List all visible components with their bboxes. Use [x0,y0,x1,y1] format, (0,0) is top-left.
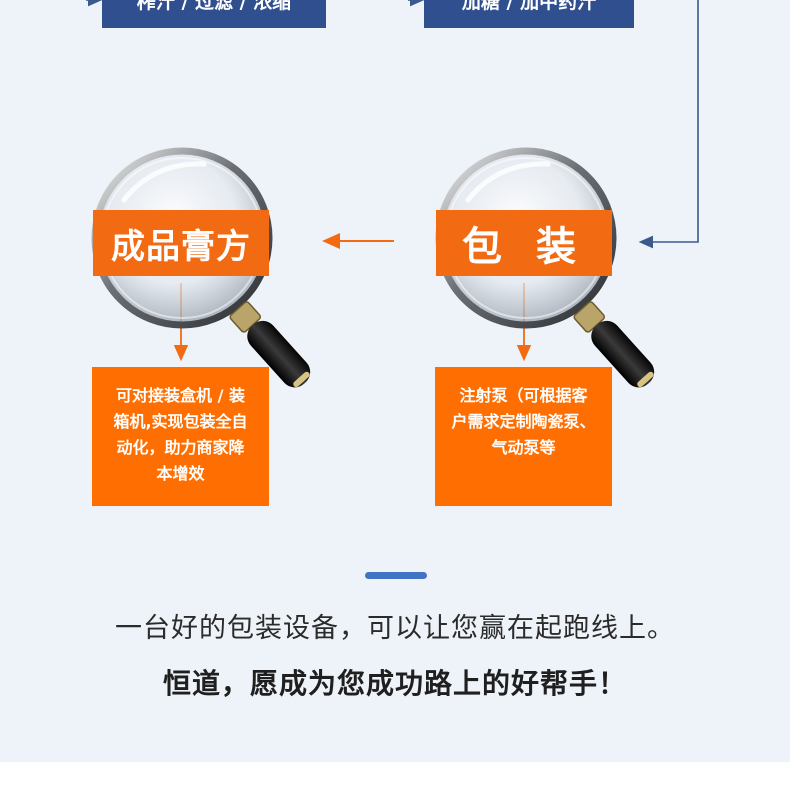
tagline-secondary: 恒道，愿成为您成功路上的好帮手！ [162,667,627,700]
tagline-primary: 一台好的包装设备，可以让您赢在起跑线上。 [115,613,675,644]
desc-line: 气动泵等 [491,438,556,457]
stage-packaging: 包 装 [436,210,612,276]
stage-finished-product-label: 成品膏方 [111,226,251,267]
diagram-canvas: 榨汁 / 过滤 / 浓缩 加糖 / 加中药汁 [0,0,790,762]
step-box-juicing-label: 榨汁 / 过滤 / 浓缩 [136,0,292,13]
step-box-juicing: 榨汁 / 过滤 / 浓缩 [102,0,326,28]
desc-line: 本增效 [156,464,205,483]
desc-line: 可对接装盒机 / 装 [116,386,245,405]
step-box-sugaring: 加糖 / 加中药汁 [424,0,634,28]
desc-line: 动化，助力商家降 [116,438,245,457]
stage-finished-product: 成品膏方 [93,210,269,276]
desc-line: 箱机,实现包装全自 [113,412,248,431]
step-box-sugaring-label: 加糖 / 加中药汁 [461,0,597,13]
section-divider [365,572,427,579]
connector-sugaring-to-packaging [638,0,699,249]
desc-line: 注射泵（可根据客 [459,386,588,405]
desc-box-finished-product: 可对接装盒机 / 装 箱机,实现包装全自 动化，助力商家降 本增效 [92,367,269,506]
desc-line: 户需求定制陶瓷泵、 [451,412,596,431]
stage-packaging-label: 包 装 [462,224,586,270]
desc-box-packaging: 注射泵（可根据客 户需求定制陶瓷泵、 气动泵等 [435,367,612,506]
